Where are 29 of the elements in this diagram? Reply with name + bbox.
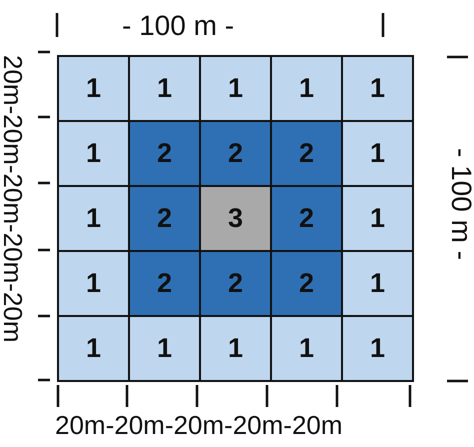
grid-cell: 1 bbox=[343, 122, 412, 185]
grid-cell: 1 bbox=[130, 57, 199, 120]
dimension-label: - 100 m - bbox=[447, 148, 474, 260]
grid-cell: 1 bbox=[130, 317, 199, 380]
grid-cell: 2 bbox=[201, 122, 270, 185]
grid-cell: 1 bbox=[272, 317, 341, 380]
grid-cell: 1 bbox=[59, 252, 128, 315]
dimension-label: 20m-20m-20m-20m-20m bbox=[55, 412, 343, 438]
grid-cell: 1 bbox=[343, 187, 412, 250]
grid-cell: 3 bbox=[201, 187, 270, 250]
grid-cell: 2 bbox=[272, 187, 341, 250]
grid-cell: 1 bbox=[201, 317, 270, 380]
grid-cell: 2 bbox=[130, 252, 199, 315]
dimension-label: - 100 m - bbox=[122, 12, 234, 40]
grid-cell: 2 bbox=[130, 187, 199, 250]
grid-cell: 1 bbox=[59, 317, 128, 380]
grid-cell: 1 bbox=[59, 57, 128, 120]
grid-cell: 1 bbox=[343, 57, 412, 120]
grid-cell: 1 bbox=[59, 122, 128, 185]
grid-cell: 1 bbox=[272, 57, 341, 120]
grid-cell: 2 bbox=[201, 252, 270, 315]
grid-cell: 1 bbox=[343, 252, 412, 315]
dimension-label: 20m-20m-20m-20m-20m bbox=[0, 55, 26, 343]
grid-cell: 1 bbox=[201, 57, 270, 120]
grid-cell: 1 bbox=[343, 317, 412, 380]
grid-cell: 1 bbox=[59, 187, 128, 250]
grid-cell: 2 bbox=[272, 252, 341, 315]
grid-cell: 2 bbox=[272, 122, 341, 185]
grid-cell: 2 bbox=[130, 122, 199, 185]
